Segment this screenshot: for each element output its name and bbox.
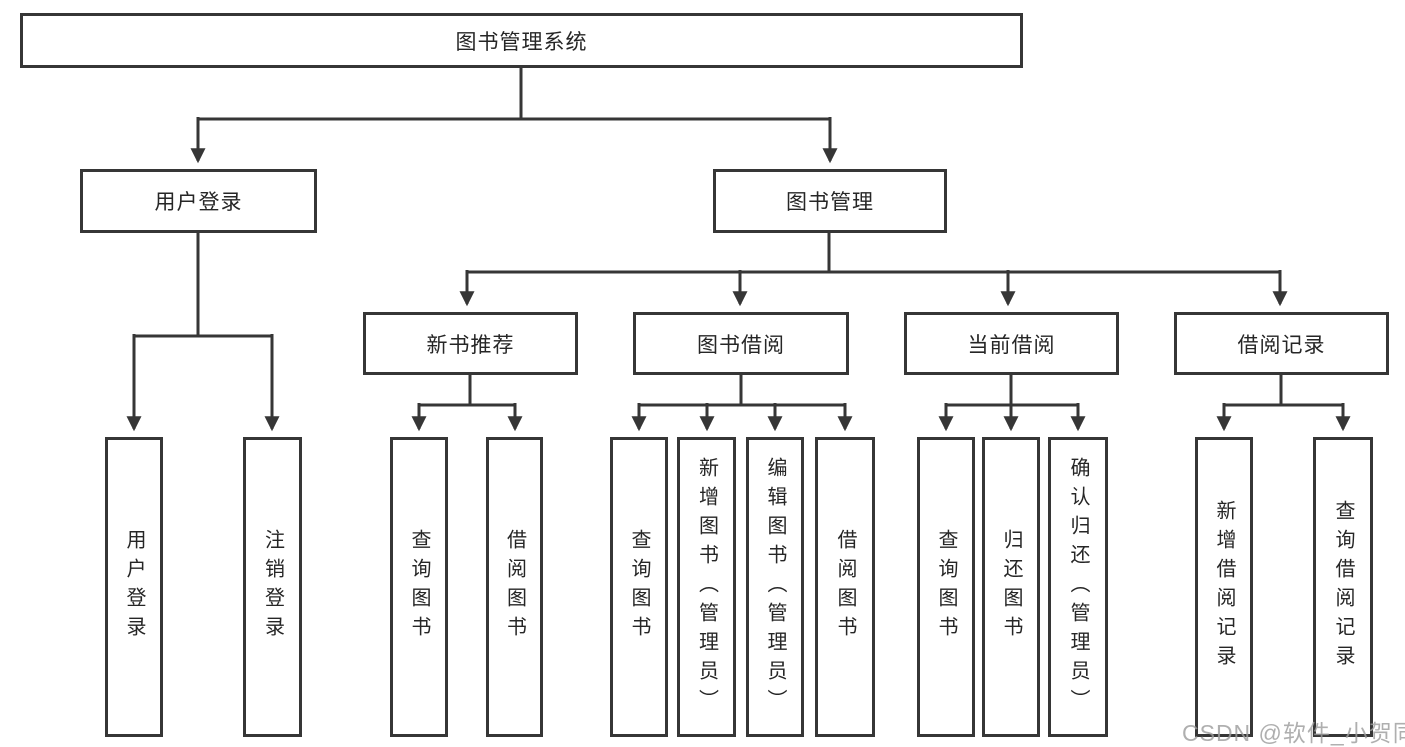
leaf-query-books-current: 查询图书	[917, 437, 975, 737]
leaf-add-books-admin: 新增图书（管理员）	[677, 437, 736, 737]
leaf-query-books-newbooks: 查询图书	[390, 437, 448, 737]
new-books-links	[411, 375, 523, 432]
node-borrow-records: 借阅记录	[1174, 312, 1389, 375]
leaf-query-books-borrow: 查询图书	[610, 437, 668, 737]
node-current-borrow: 当前借阅	[904, 312, 1119, 375]
node-new-book-recommend: 新书推荐	[363, 312, 578, 375]
borrow-records-links	[1216, 375, 1351, 432]
leaf-borrow-books-newbooks: 借阅图书	[486, 437, 543, 737]
leaf-return-books: 归还图书	[982, 437, 1040, 737]
node-library-management-system: 图书管理系统	[20, 13, 1023, 68]
leaf-query-borrow-record: 查询借阅记录	[1313, 437, 1373, 737]
leaf-borrow-books: 借阅图书	[815, 437, 875, 737]
leaf-add-borrow-record: 新增借阅记录	[1195, 437, 1253, 737]
node-user-login: 用户登录	[80, 169, 317, 233]
user-login-links	[126, 232, 280, 432]
leaf-user-login: 用户登录	[105, 437, 163, 737]
book-borrow-links	[631, 375, 853, 432]
leaf-logout: 注销登录	[243, 437, 302, 737]
book-mgmt-links	[459, 232, 1288, 307]
node-book-borrow: 图书借阅	[633, 312, 849, 375]
current-borrow-links	[938, 375, 1086, 432]
tree-root-links	[190, 68, 838, 164]
leaf-confirm-return-admin: 确认归还（管理员）	[1048, 437, 1108, 737]
leaf-edit-books-admin: 编辑图书（管理员）	[746, 437, 804, 737]
csdn-watermark: CSDN @软件_小贺同学	[1182, 720, 1405, 746]
node-book-management: 图书管理	[713, 169, 947, 233]
